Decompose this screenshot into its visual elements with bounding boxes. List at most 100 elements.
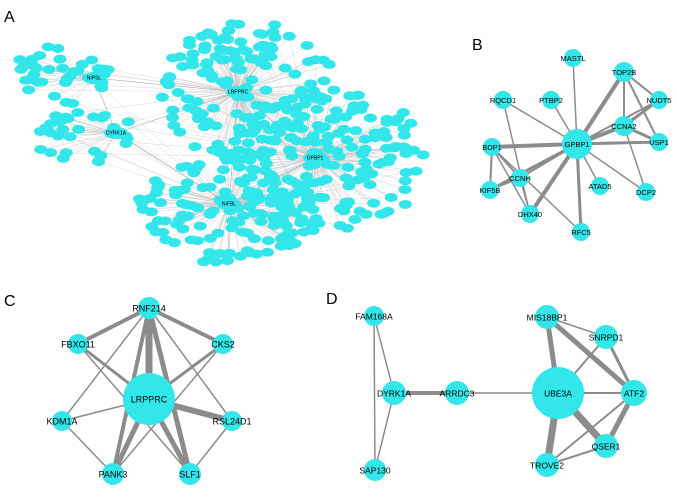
node-a-219[interactable] <box>404 118 418 128</box>
node-a-268[interactable] <box>374 209 388 219</box>
node-a-409[interactable] <box>203 209 217 219</box>
node-a-299[interactable] <box>278 99 292 109</box>
node-a-428[interactable] <box>152 180 166 190</box>
node-fbxo11[interactable]: FBXO11 <box>61 334 95 354</box>
node-a-87[interactable] <box>188 142 202 152</box>
node-a-224[interactable] <box>319 174 333 184</box>
node-a-126[interactable] <box>206 145 220 155</box>
node-cks2[interactable]: CKS2 <box>211 334 235 354</box>
node-a-469[interactable] <box>94 81 108 91</box>
node-a-416[interactable] <box>250 249 264 259</box>
node-a-138[interactable] <box>171 87 185 97</box>
node-a-226[interactable] <box>327 160 341 170</box>
node-a-305[interactable] <box>294 85 308 95</box>
node-a-308[interactable] <box>388 117 402 127</box>
node-a-20[interactable] <box>166 113 180 123</box>
node-a-494[interactable] <box>49 111 63 121</box>
node-a-189[interactable] <box>358 157 372 167</box>
node-a-411[interactable] <box>222 248 236 258</box>
node-a-141[interactable] <box>198 45 212 55</box>
node-a-233[interactable] <box>319 94 333 104</box>
node-a-379[interactable] <box>295 214 309 224</box>
node-a-210[interactable] <box>327 85 341 95</box>
node-a-436[interactable] <box>255 209 269 219</box>
node-a-302[interactable] <box>397 142 411 152</box>
node-a-128[interactable] <box>231 57 245 67</box>
node-mis18bp1[interactable]: MIS18BP1 <box>527 305 568 329</box>
node-dyrk1a[interactable]: DYRK1A <box>377 381 411 405</box>
node-a-103[interactable] <box>322 59 336 69</box>
node-a-152[interactable] <box>257 145 271 155</box>
node-a-492[interactable] <box>59 112 73 122</box>
node-a-273[interactable] <box>340 223 354 233</box>
node-a-121[interactable] <box>232 19 246 29</box>
hub-lrpprc[interactable]: LRPPRC <box>226 86 250 98</box>
node-a-496[interactable] <box>63 132 77 142</box>
node-a-418[interactable] <box>232 217 246 227</box>
node-a-382[interactable] <box>276 217 290 227</box>
node-a-104[interactable] <box>200 58 214 68</box>
node-a-344[interactable] <box>240 173 254 183</box>
node-a-197[interactable] <box>341 162 355 172</box>
node-a-146[interactable] <box>266 27 280 37</box>
node-a-380[interactable] <box>136 205 150 215</box>
node-a-198[interactable] <box>345 142 359 152</box>
node-a-397[interactable] <box>297 227 311 237</box>
node-a-465[interactable] <box>22 85 36 95</box>
node-a-53[interactable] <box>166 105 180 115</box>
node-a-254[interactable] <box>246 119 260 129</box>
node-ccna2[interactable]: CCNA2 <box>611 116 637 136</box>
node-snrpd1[interactable]: SNRPD1 <box>589 325 624 349</box>
node-a-459[interactable] <box>41 42 55 52</box>
node-a-287[interactable] <box>397 130 411 140</box>
node-a-384[interactable] <box>149 188 163 198</box>
node-rqcd1[interactable]: RQCD1 <box>490 91 516 109</box>
node-a-40[interactable] <box>155 92 169 102</box>
node-a-66[interactable] <box>230 64 244 74</box>
node-a-297[interactable] <box>332 151 346 161</box>
node-a-167[interactable] <box>399 167 413 177</box>
node-a-500[interactable] <box>44 148 58 158</box>
node-a-417[interactable] <box>250 188 264 198</box>
node-a-201[interactable] <box>365 169 379 179</box>
node-a-83[interactable] <box>227 47 241 57</box>
node-a-245[interactable] <box>300 171 314 181</box>
node-a-236[interactable] <box>321 131 335 141</box>
node-a-304[interactable] <box>339 197 353 207</box>
node-a-420[interactable] <box>301 188 315 198</box>
node-a-129[interactable] <box>282 31 296 41</box>
node-a-140[interactable] <box>265 44 279 54</box>
node-mastl[interactable]: MASTL <box>560 49 586 67</box>
node-top2b[interactable]: TOP2B <box>612 62 636 82</box>
node-a-143[interactable] <box>186 60 200 70</box>
node-a-426[interactable] <box>145 222 159 232</box>
node-a-376[interactable] <box>261 247 275 257</box>
node-pank3[interactable]: PANK3 <box>99 463 128 485</box>
node-a-413[interactable] <box>202 253 216 263</box>
node-a-453[interactable] <box>56 63 70 73</box>
node-a-148[interactable] <box>201 28 215 38</box>
node-a-498[interactable] <box>92 156 106 166</box>
node-a-467[interactable] <box>66 99 80 109</box>
node-a-28[interactable] <box>167 120 181 130</box>
node-a-221[interactable] <box>257 119 271 129</box>
node-a-407[interactable] <box>175 198 189 208</box>
node-rfc5[interactable]: RFC5 <box>571 223 591 241</box>
node-a-381[interactable] <box>218 187 232 197</box>
node-a-452[interactable] <box>51 43 65 53</box>
node-a-269[interactable] <box>384 192 398 202</box>
node-a-9[interactable] <box>300 40 314 50</box>
node-a-206[interactable] <box>259 158 273 168</box>
node-a-260[interactable] <box>290 136 304 146</box>
node-a-464[interactable] <box>35 77 49 87</box>
hub-gpbp1[interactable]: GPBP1 <box>303 152 327 164</box>
node-a-471[interactable] <box>14 64 28 74</box>
node-a-485[interactable] <box>88 146 102 156</box>
node-a-276[interactable] <box>322 144 336 154</box>
node-a-415[interactable] <box>167 238 181 248</box>
node-a-62[interactable] <box>241 138 255 148</box>
node-a-439[interactable] <box>176 224 190 234</box>
node-a-139[interactable] <box>215 77 229 87</box>
node-slf1[interactable]: SLF1 <box>179 463 201 485</box>
node-a-171[interactable] <box>379 132 393 142</box>
